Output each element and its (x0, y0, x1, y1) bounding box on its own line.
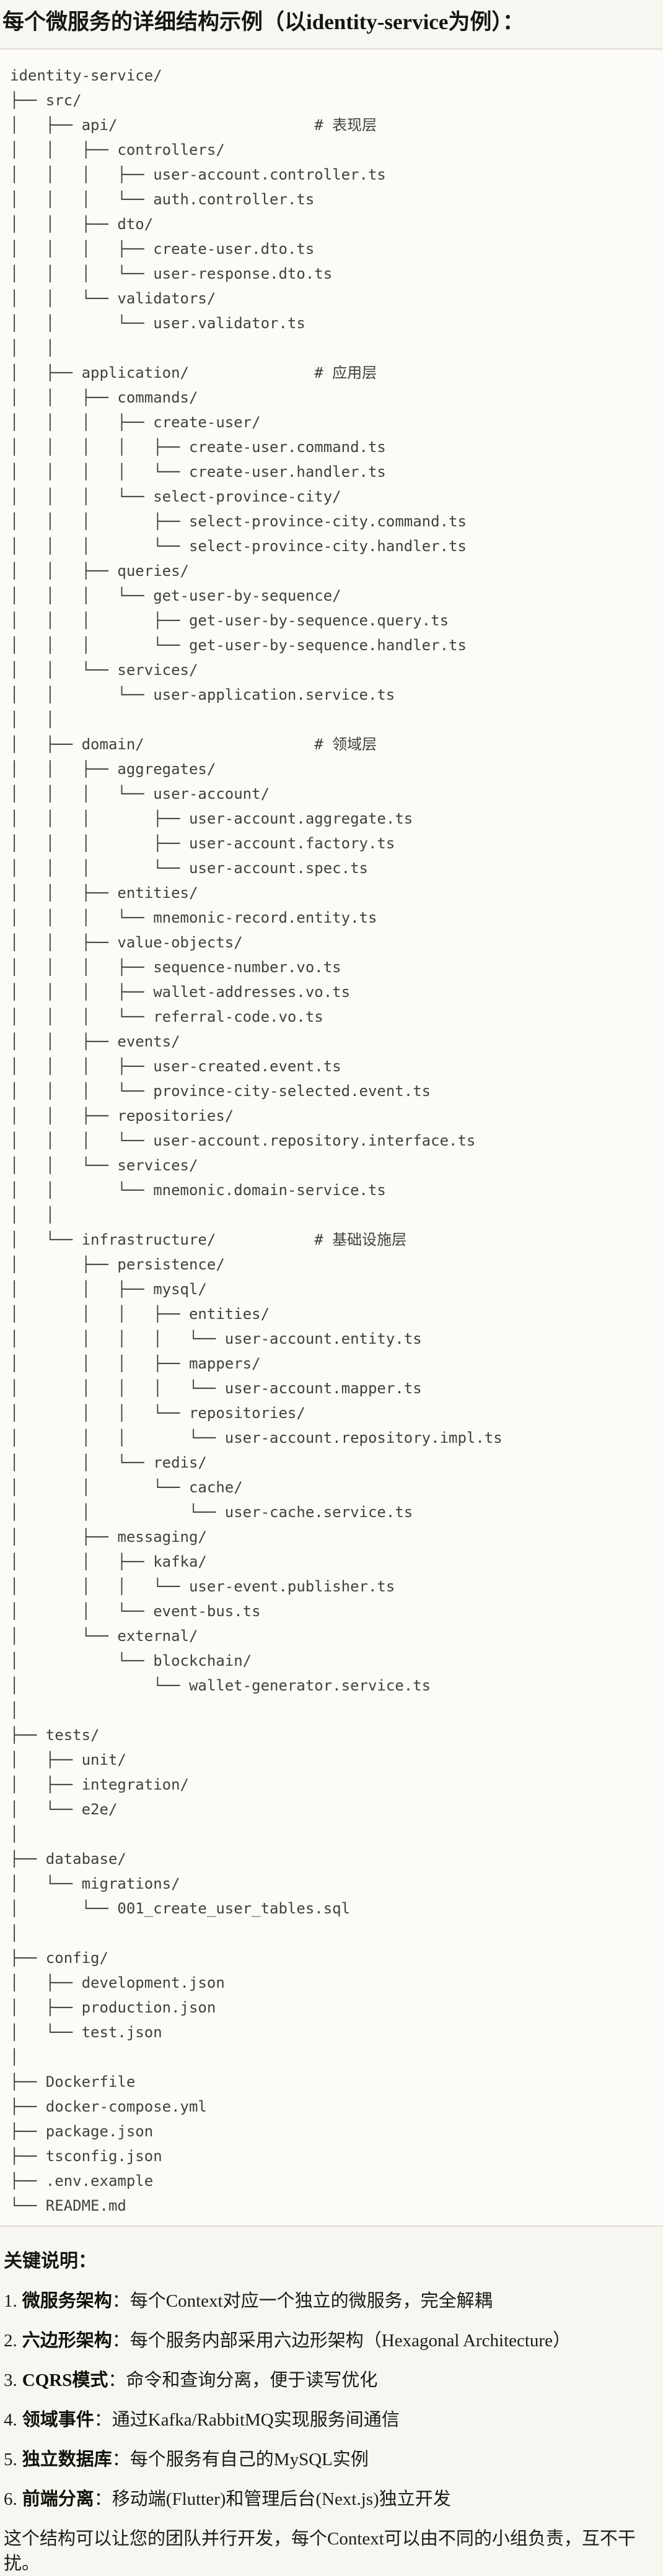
list-item-separator: ： (112, 2450, 130, 2469)
list-item-term: 领域事件 (22, 2410, 94, 2430)
page-title: 每个微服务的详细结构示例（以identity-service为例）： (2, 10, 524, 34)
list-item-term: 独立数据库 (22, 2450, 112, 2469)
closing-note: 这个结构可以让您的团队并行开发，每个Context可以由不同的小组负责，互不干扰… (4, 2529, 636, 2574)
list-item: 5. 独立数据库：每个服务有自己的MySQL实例 (4, 2447, 659, 2472)
list-item-text: 通过Kafka/RabbitMQ实现服务间通信 (112, 2410, 400, 2430)
list-item-text: 每个Context对应一个独立的微服务，完全解耦 (130, 2291, 493, 2311)
list-item-separator: ： (112, 2331, 130, 2351)
list-item: 3.CQRS模式：命令和查询分离，便于读写优化 (4, 2368, 659, 2393)
directory-tree-code-block: identity-service/ ├── src/ │ ├── api/ # … (0, 48, 663, 2227)
list-item-number: 1. (4, 2291, 17, 2311)
list-item-text: 每个服务有自己的MySQL实例 (130, 2450, 369, 2469)
list-item: 6.前端分离：移动端(Flutter)和管理后台(Next.js)独立开发 (4, 2487, 659, 2512)
list-item-term: CQRS模式 (22, 2370, 108, 2390)
list-item-term: 六边形架构 (22, 2331, 112, 2351)
list-item: 1.微服务架构：每个Context对应一个独立的微服务，完全解耦 (4, 2289, 659, 2313)
list-item-number: 6. (4, 2489, 17, 2509)
list-item-text: 移动端(Flutter)和管理后台(Next.js)独立开发 (112, 2489, 451, 2509)
list-item-separator: ： (94, 2410, 112, 2430)
doc-header: 每个微服务的详细结构示例（以identity-service为例）： (0, 0, 663, 48)
list-item-text: 命令和查询分离，便于读写优化 (126, 2370, 378, 2390)
list-item: 2.六边形架构：每个服务内部采用六边形架构（Hexagonal Architec… (4, 2328, 659, 2353)
list-item-number: 3. (4, 2370, 17, 2390)
list-item-text: 每个服务内部采用六边形架构（Hexagonal Architecture） (130, 2331, 571, 2351)
list-item-number: 5. (4, 2450, 17, 2469)
key-notes-heading: 关键说明： (4, 2251, 97, 2271)
list-item-separator: ： (108, 2370, 126, 2390)
list-item-term: 前端分离 (22, 2489, 94, 2509)
list-item-number: 4. (4, 2410, 17, 2430)
list-item: 4.领域事件：通过Kafka/RabbitMQ实现服务间通信 (4, 2408, 659, 2432)
key-notes-section: 关键说明： 1.微服务架构：每个Context对应一个独立的微服务，完全解耦 2… (0, 2249, 663, 2576)
list-item-separator: ： (112, 2291, 130, 2311)
list-item-number: 2. (4, 2331, 17, 2351)
list-item-term: 微服务架构 (22, 2291, 112, 2311)
list-item-separator: ： (94, 2489, 112, 2509)
